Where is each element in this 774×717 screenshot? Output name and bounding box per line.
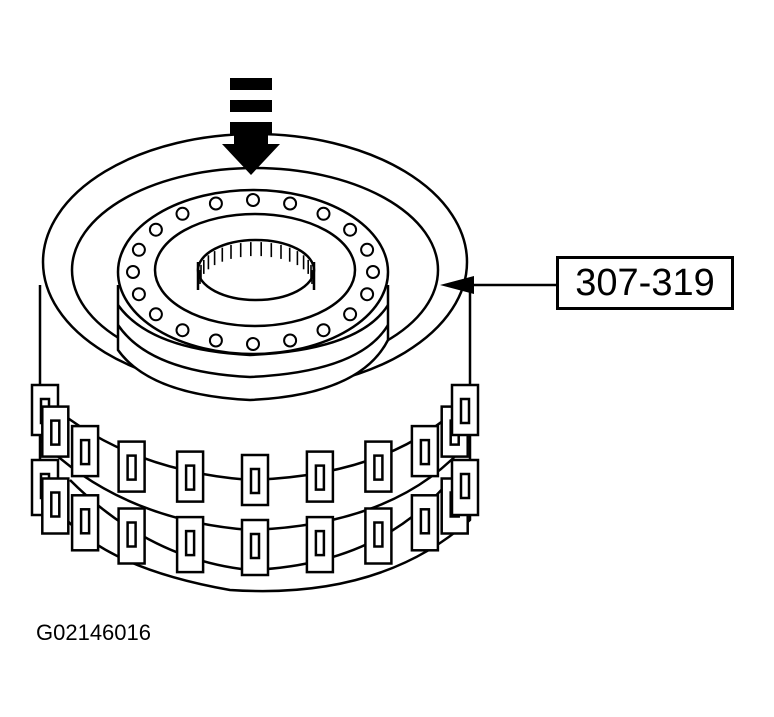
plate-hole xyxy=(246,337,260,351)
drum-tooth xyxy=(240,518,270,577)
drum-tooth-slot xyxy=(79,508,91,535)
plate-hole xyxy=(283,333,298,348)
plate-hole xyxy=(343,307,358,322)
drum-tooth-slot xyxy=(373,521,384,548)
plate-hole xyxy=(316,206,331,221)
drum-teeth xyxy=(30,383,480,577)
plate-hole xyxy=(175,206,190,221)
plate-hole xyxy=(208,196,223,211)
drum-tooth-slot xyxy=(314,529,326,557)
plate-hole xyxy=(131,287,146,302)
drum-tooth-slot xyxy=(50,491,61,518)
callout-box: 307-319 xyxy=(556,256,734,310)
plate-hole xyxy=(316,323,331,338)
plate-hole xyxy=(360,287,375,302)
plate-hole xyxy=(360,242,375,257)
drum-tooth-slot xyxy=(126,454,137,481)
figure-id: G02146016 xyxy=(36,620,151,645)
plate-hole xyxy=(366,265,380,279)
drum-tooth-slot xyxy=(184,529,196,557)
drum-tooth-slot xyxy=(249,532,261,560)
drum-tooth xyxy=(70,494,100,552)
drum-tooth-slot xyxy=(419,438,431,466)
arrowhead-icon xyxy=(440,276,474,294)
plate-hole xyxy=(126,265,140,279)
drum-tooth-slot xyxy=(373,454,384,481)
drum-tooth-slot xyxy=(184,464,196,491)
plate-hole xyxy=(208,333,223,348)
drum-tooth-slot xyxy=(419,508,431,535)
clutch-plate-holes xyxy=(126,193,380,351)
drum-tooth xyxy=(410,424,440,478)
plate-hole xyxy=(148,307,163,322)
drum-tooth-slot xyxy=(459,472,471,500)
plate-hole xyxy=(343,222,358,237)
drum-tooth-slot xyxy=(126,521,137,548)
callout-label: 307-319 xyxy=(575,262,715,304)
drum-tooth-slot xyxy=(50,419,61,446)
plate-hole xyxy=(131,242,146,257)
plate-hole xyxy=(283,196,298,211)
plate-hole xyxy=(148,222,163,237)
plate-hole xyxy=(175,323,190,338)
hub-bore xyxy=(196,238,316,302)
hub-splines xyxy=(199,242,313,284)
drum-tooth-slot xyxy=(314,464,326,491)
drum-tooth-slot xyxy=(249,467,261,495)
plate-hole xyxy=(246,193,260,207)
drum-tooth-slot xyxy=(459,397,471,425)
dashed-down-arrow-icon xyxy=(222,78,280,175)
drum-tooth-slot xyxy=(79,438,91,466)
